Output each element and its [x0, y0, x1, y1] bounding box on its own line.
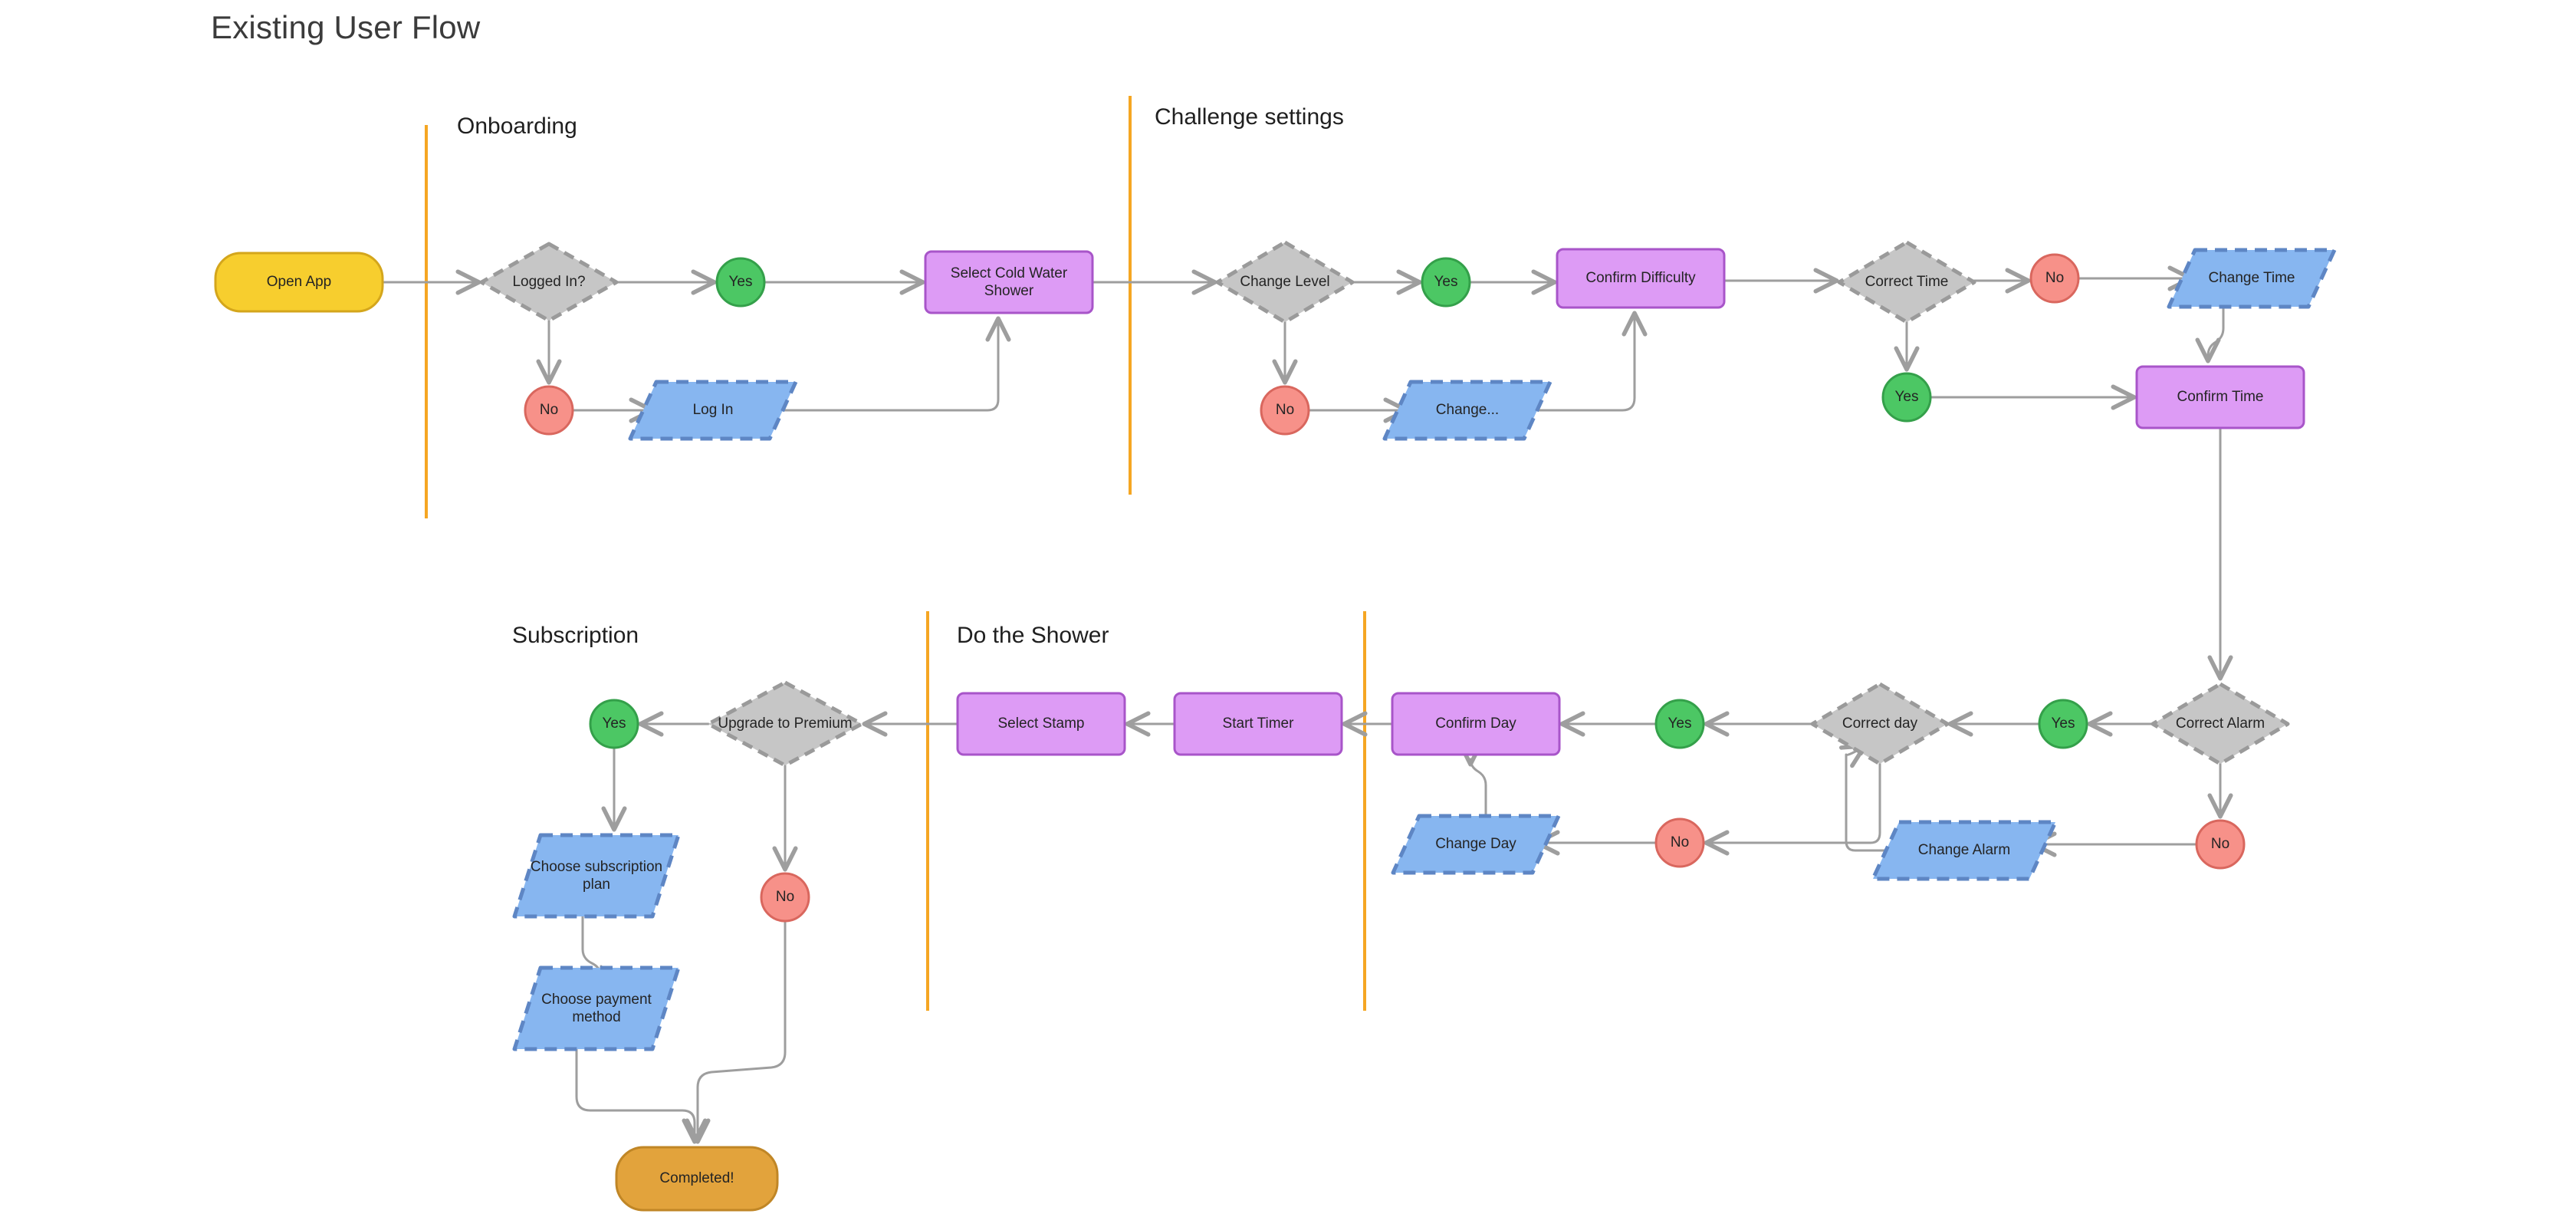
- correct-time-decision[interactable]: [1837, 240, 1976, 324]
- choose-subscription-plan-input[interactable]: [512, 833, 681, 919]
- edge-choose-payment-to-completed: [575, 1048, 708, 1144]
- logged-in-yes-node[interactable]: [715, 257, 766, 308]
- correct-alarm-decision[interactable]: [2150, 682, 2290, 766]
- edge-change-alarm-to-correct-day: [1838, 743, 1901, 852]
- lane-title-onboarding: Onboarding: [457, 113, 577, 139]
- correct-alarm-no-node[interactable]: [2195, 819, 2246, 870]
- lane-title-subscription: Subscription: [512, 623, 639, 648]
- change-time-input[interactable]: [2167, 248, 2337, 309]
- open-app-node[interactable]: [214, 252, 384, 313]
- edge-change-input-to-confirm-difficulty: [1523, 311, 1648, 412]
- change-level-decision[interactable]: [1215, 240, 1355, 324]
- change-level-no-node[interactable]: [1260, 385, 1310, 436]
- upgrade-no-node[interactable]: [760, 872, 810, 923]
- page-title: Existing User Flow: [211, 9, 481, 45]
- edge-change-time-to-confirm-time: [2195, 305, 2225, 363]
- correct-day-decision[interactable]: [1810, 682, 1950, 766]
- upgrade-to-premium-decision[interactable]: [706, 680, 864, 768]
- correct-day-no-node[interactable]: [1654, 817, 1705, 868]
- correct-day-yes-node[interactable]: [1654, 699, 1705, 749]
- logged-in-decision[interactable]: [479, 242, 619, 323]
- edge-no-to-completed: [685, 919, 787, 1144]
- correct-alarm-yes-node[interactable]: [2038, 699, 2088, 749]
- correct-time-yes-node[interactable]: [1881, 372, 1932, 423]
- logged-in-no-node[interactable]: [524, 385, 574, 436]
- lane-title-challenge-settings: Challenge settings: [1155, 104, 1344, 130]
- choose-payment-method-input[interactable]: [512, 965, 681, 1051]
- upgrade-yes-node[interactable]: [589, 699, 639, 749]
- select-cold-water-shower-action[interactable]: [924, 250, 1094, 314]
- completed-terminator[interactable]: [615, 1146, 779, 1212]
- node-group: [214, 240, 2337, 1212]
- edge-change-day-to-confirm-day: [1457, 741, 1487, 817]
- select-stamp-action[interactable]: [956, 692, 1126, 756]
- change-level-yes-node[interactable]: [1421, 257, 1471, 308]
- lane-title-do-the-shower: Do the Shower: [957, 623, 1109, 648]
- edge-group: [381, 265, 2233, 1144]
- confirm-difficulty-action[interactable]: [1556, 248, 1726, 309]
- change-alarm-input[interactable]: [1871, 820, 2058, 881]
- correct-time-no-node[interactable]: [2029, 253, 2080, 304]
- confirm-time-action[interactable]: [2135, 365, 2305, 429]
- edge-log-in-to-select-cold-water: [768, 316, 1011, 412]
- start-timer-action[interactable]: [1173, 692, 1343, 756]
- change-level-input[interactable]: [1382, 380, 1552, 441]
- log-in-input[interactable]: [628, 380, 798, 441]
- confirm-day-action[interactable]: [1391, 692, 1561, 756]
- change-day-input[interactable]: [1391, 814, 1561, 875]
- lane-divider-group: [425, 96, 1366, 1011]
- edge-correct-day-to-no: [1704, 762, 1881, 856]
